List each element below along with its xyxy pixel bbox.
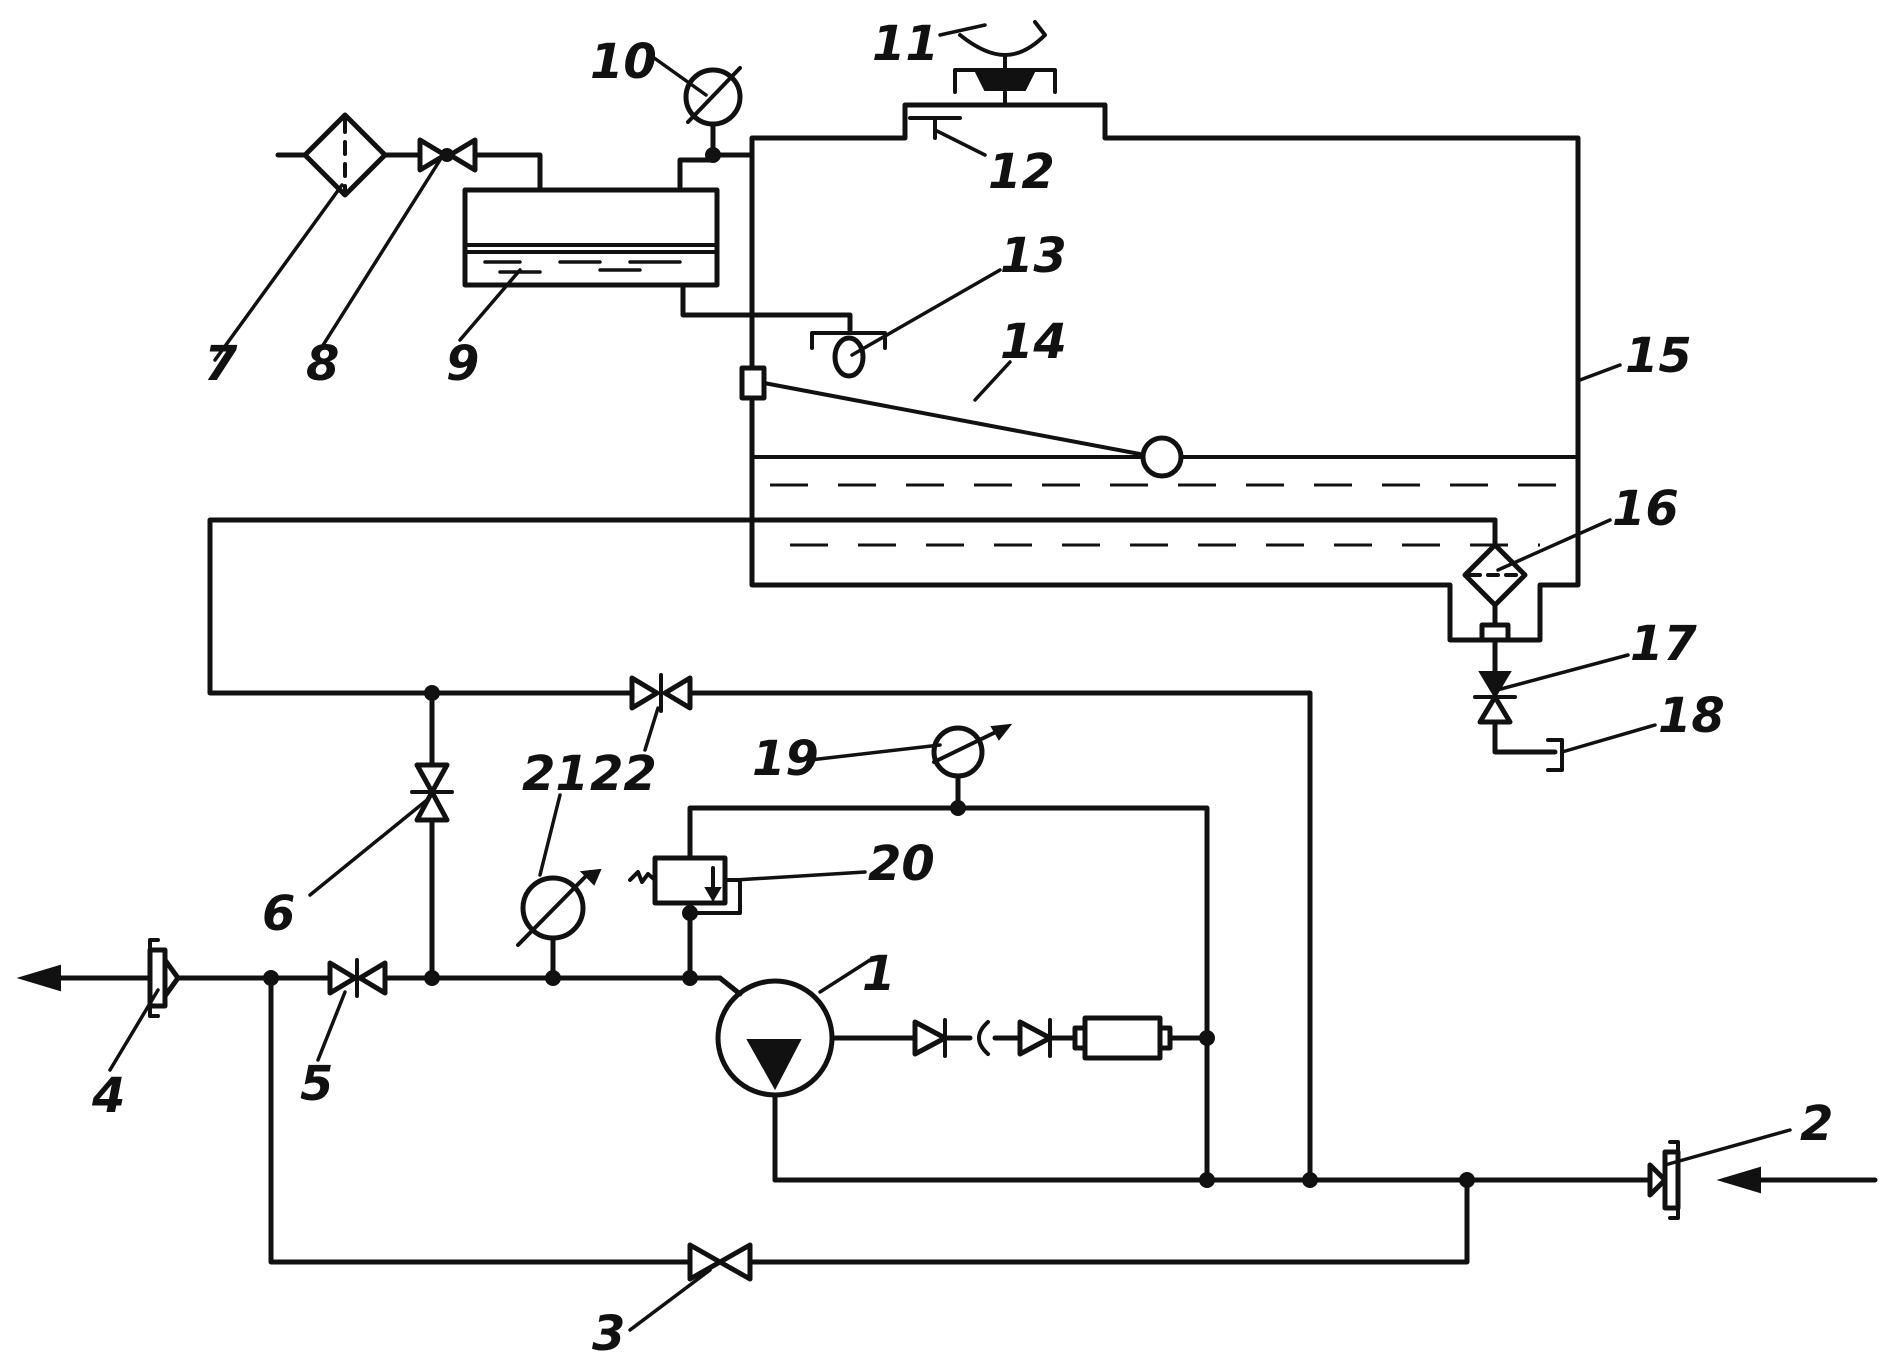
valve-22	[424, 673, 693, 713]
aux-tank-9	[462, 187, 720, 288]
label-13: 13	[1000, 228, 1067, 284]
filter-16	[1462, 517, 1528, 643]
main-tank	[749, 102, 1581, 643]
pressure-switch-13	[810, 331, 887, 379]
label-12: 12	[988, 144, 1055, 200]
filter-7	[275, 112, 388, 198]
valve-3	[687, 1242, 753, 1282]
label-6: 6	[262, 886, 295, 942]
label-7: 7	[204, 336, 238, 392]
label-1: 1	[862, 946, 895, 1002]
label-22: 22	[590, 746, 657, 802]
label-10: 10	[590, 34, 657, 90]
label-11: 11	[872, 16, 939, 72]
valve-8	[382, 137, 508, 173]
label-21: 21	[522, 746, 589, 802]
label-16: 16	[1612, 481, 1679, 537]
float-14	[739, 365, 1184, 479]
valve-17	[1473, 637, 1564, 772]
valve-6	[410, 690, 454, 981]
level-fitting-12	[908, 116, 962, 140]
outlet-coupling-4	[16, 938, 181, 1018]
drive-line	[912, 1015, 1215, 1061]
label-3: 3	[592, 1306, 625, 1362]
label-20: 20	[868, 836, 935, 892]
relief-valve-20	[628, 805, 961, 981]
gauge-10	[683, 66, 743, 163]
label-4: 4	[91, 1068, 125, 1124]
label-5: 5	[300, 1056, 333, 1112]
gauge-21	[516, 868, 602, 981]
pump-1	[715, 975, 918, 1183]
label-19: 19	[752, 731, 819, 787]
breather-11	[953, 20, 1057, 107]
label-9: 9	[446, 336, 479, 392]
label-14: 14	[1000, 314, 1067, 370]
gauge-19	[931, 723, 1210, 1183]
label-15: 15	[1625, 328, 1692, 384]
inlet-coupling-2	[1647, 1140, 1878, 1220]
label-2: 2	[1800, 1096, 1833, 1152]
valve-5	[327, 958, 388, 998]
label-18: 18	[1658, 688, 1725, 744]
label-17: 17	[1630, 616, 1697, 672]
label-8: 8	[306, 336, 339, 392]
